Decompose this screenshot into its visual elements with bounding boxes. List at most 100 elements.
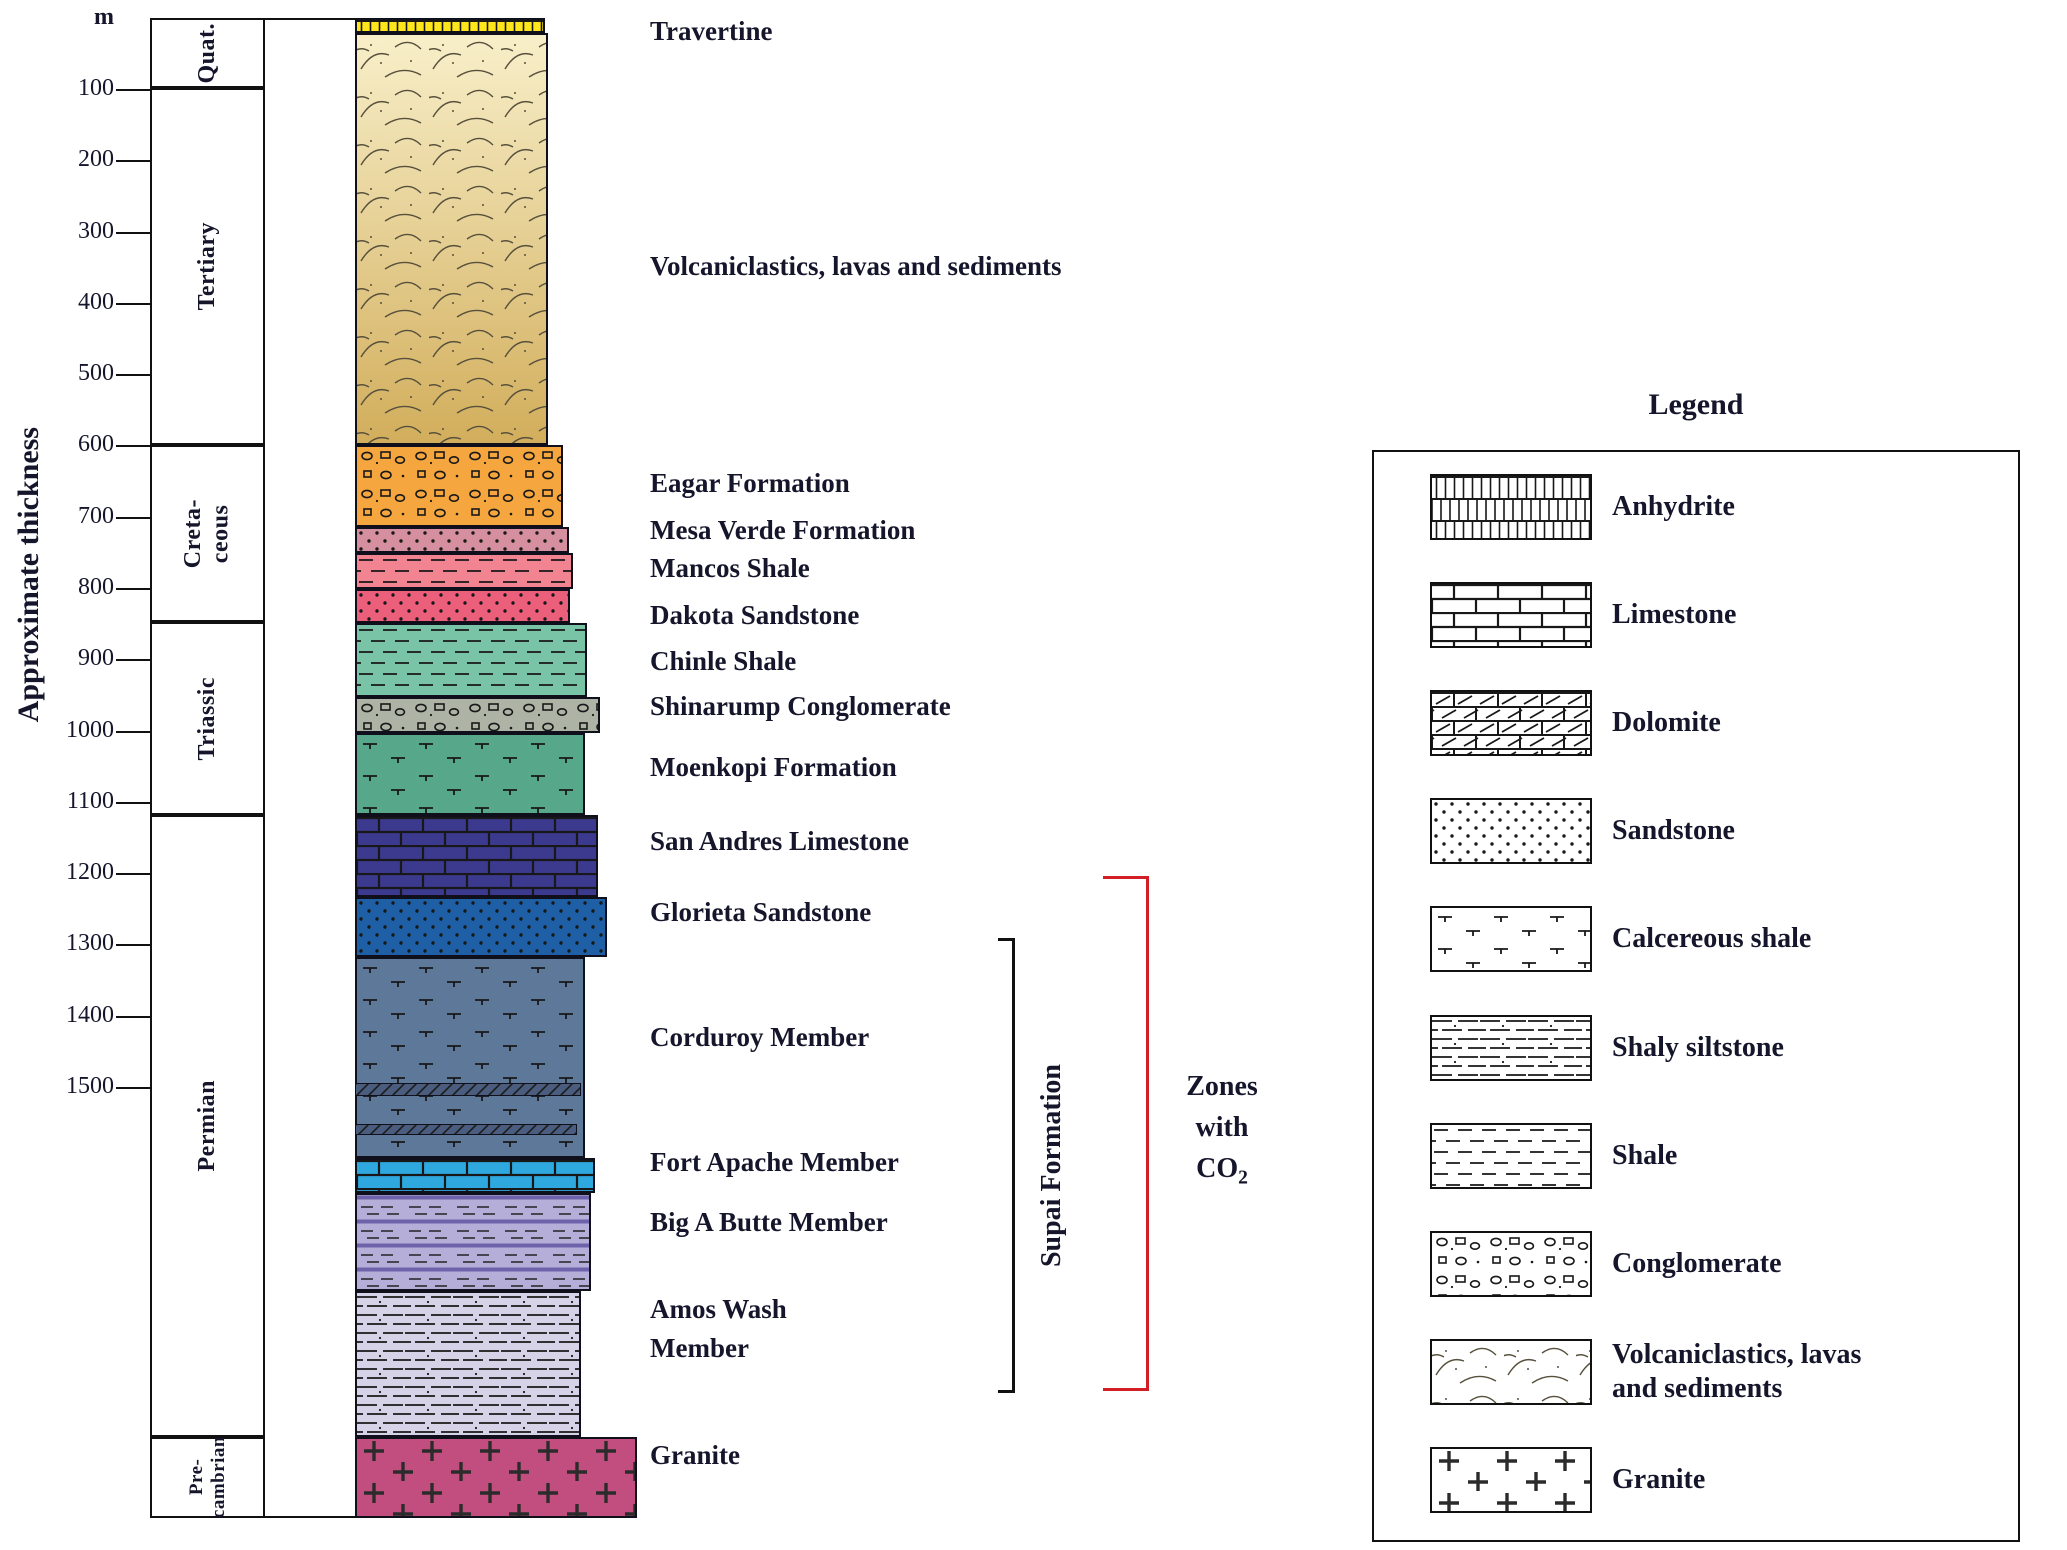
co2-chem: CO xyxy=(1196,1153,1239,1184)
axis-unit-label: m xyxy=(94,4,114,30)
brick-pattern xyxy=(357,1160,593,1191)
tick-mark-800 xyxy=(116,588,150,590)
layer-granite xyxy=(355,1437,637,1518)
formation-label-glorieta-sandstone: Glorieta Sandstone xyxy=(650,897,872,927)
co2-zones-line1: Zones xyxy=(1186,1071,1258,1102)
siltstone-pattern xyxy=(1432,1017,1590,1079)
tick-label-1200: 1200 xyxy=(66,859,114,885)
tick-mark-1000 xyxy=(116,731,150,733)
bottom-border-line xyxy=(263,1516,357,1518)
tick-label-700: 700 xyxy=(78,503,114,529)
tick-label-800: 800 xyxy=(78,574,114,600)
formation-label-san-andres-limestone: San Andres Limestone xyxy=(650,826,910,856)
formation-label-granite: Granite xyxy=(650,1440,740,1470)
period-label: Triassic xyxy=(193,676,220,761)
dots-pattern xyxy=(357,529,567,551)
ticks-pattern xyxy=(357,20,543,31)
corduroy-dark-band-1 xyxy=(355,1083,581,1096)
tick-label-1100: 1100 xyxy=(66,788,114,814)
formation-label-amos-wash-member: Amos Wash Member xyxy=(650,1294,787,1364)
formation-label-volcaniclastics-lavas-and-sediments: Volcaniclastics, lavas and sediments xyxy=(650,251,1062,281)
legend-swatch-anhydrite xyxy=(1430,474,1592,540)
brick-pattern xyxy=(1432,584,1590,646)
tick-mark-700 xyxy=(116,517,150,519)
legend-swatch-limestone xyxy=(1430,582,1592,648)
layer-moenkopi-formation xyxy=(355,733,585,815)
co2-zones-line2: with xyxy=(1195,1112,1249,1143)
calcshale-pattern xyxy=(357,959,583,1156)
layer-dakota-sandstone xyxy=(355,589,570,623)
period-label: Quat. xyxy=(193,22,220,84)
top-border-line xyxy=(263,18,357,20)
tick-mark-500 xyxy=(116,374,150,376)
layer-chinle-shale xyxy=(355,623,587,697)
tick-label-900: 900 xyxy=(78,645,114,671)
legend-swatch-granite xyxy=(1430,1447,1592,1513)
legend-swatch-shale xyxy=(1430,1123,1592,1189)
formation-label-travertine: Travertine xyxy=(650,16,773,46)
period-label: Tertiary xyxy=(193,222,220,311)
legend-label-shaly-siltstone: Shaly siltstone xyxy=(1612,1032,1784,1064)
shale-pattern xyxy=(357,555,571,587)
hatch-pattern xyxy=(356,1125,576,1134)
banded-pattern xyxy=(357,1195,589,1289)
period-label: Pre- cambrian xyxy=(185,1436,229,1519)
layer-eagar-formation xyxy=(355,445,563,527)
period-label: Creta- ceous xyxy=(179,498,234,569)
legend-label-sandstone: Sandstone xyxy=(1612,815,1735,847)
co2-zones-label: Zones with CO2 xyxy=(1156,1066,1288,1199)
legend-label-dolomite: Dolomite xyxy=(1612,707,1721,739)
co2-subscript: 2 xyxy=(1238,1167,1248,1189)
tick-label-1300: 1300 xyxy=(66,930,114,956)
legend-label-granite: Granite xyxy=(1612,1464,1706,1496)
period-triassic: Triassic xyxy=(150,622,265,815)
supai-formation-label: Supai Formation xyxy=(1028,940,1076,1392)
layer-fort-apache-member xyxy=(355,1158,595,1193)
tick-mark-300 xyxy=(116,232,150,234)
tick-mark-100 xyxy=(116,89,150,91)
layer-big-a-butte-member xyxy=(355,1193,591,1291)
tick-label-500: 500 xyxy=(78,360,114,386)
siltstone-pattern xyxy=(357,1293,579,1435)
tick-label-600: 600 xyxy=(78,431,114,457)
legend-title: Legend xyxy=(1648,388,1744,421)
period-label: Permian xyxy=(193,1080,220,1172)
volcanics-pattern xyxy=(357,35,546,443)
tick-mark-1100 xyxy=(116,802,150,804)
ticks-pattern xyxy=(1432,476,1590,538)
formation-label-fort-apache-member: Fort Apache Member xyxy=(650,1147,899,1177)
period-tertiary: Tertiary xyxy=(150,88,265,445)
tick-mark-1200 xyxy=(116,873,150,875)
calcshale-pattern xyxy=(357,735,583,813)
shale-pattern xyxy=(1432,1125,1590,1187)
formation-label-mancos-shale: Mancos Shale xyxy=(650,553,810,583)
layer-travertine xyxy=(355,18,545,33)
period-pre-cambrian: Pre- cambrian xyxy=(150,1436,265,1519)
layer-mesa-verde-formation xyxy=(355,527,569,553)
layer-amos-wash-member xyxy=(355,1291,581,1437)
formation-label-moenkopi-formation: Moenkopi Formation xyxy=(650,752,897,782)
conglomerate-pattern xyxy=(357,447,561,525)
supai-bracket-bottom-tick xyxy=(998,1390,1015,1393)
tick-mark-1500 xyxy=(116,1087,150,1089)
conglomerate-pattern xyxy=(1432,1233,1590,1295)
supai-formation-label-text: Supai Formation xyxy=(1036,1064,1067,1268)
layer-san-andres-limestone xyxy=(355,815,598,897)
layer-glorieta-sandstone xyxy=(355,897,607,957)
formation-label-chinle-shale: Chinle Shale xyxy=(650,646,797,676)
tick-label-1400: 1400 xyxy=(66,1002,114,1028)
tick-mark-600 xyxy=(116,445,150,447)
period-creta-ceous: Creta- ceous xyxy=(150,445,265,622)
tick-label-1500: 1500 xyxy=(66,1073,114,1099)
corduroy-dark-band-2 xyxy=(355,1124,577,1135)
supai-bracket-top-tick xyxy=(998,938,1015,941)
formation-label-corduroy-member: Corduroy Member xyxy=(650,1022,870,1052)
formation-label-big-a-butte-member: Big A Butte Member xyxy=(650,1207,888,1237)
tick-label-200: 200 xyxy=(78,146,114,172)
legend-label-shale: Shale xyxy=(1612,1140,1678,1172)
co2-zones-bracket xyxy=(1103,876,1149,1391)
tick-mark-200 xyxy=(116,160,150,162)
axis-title-text: Approximate thickness xyxy=(12,427,45,723)
